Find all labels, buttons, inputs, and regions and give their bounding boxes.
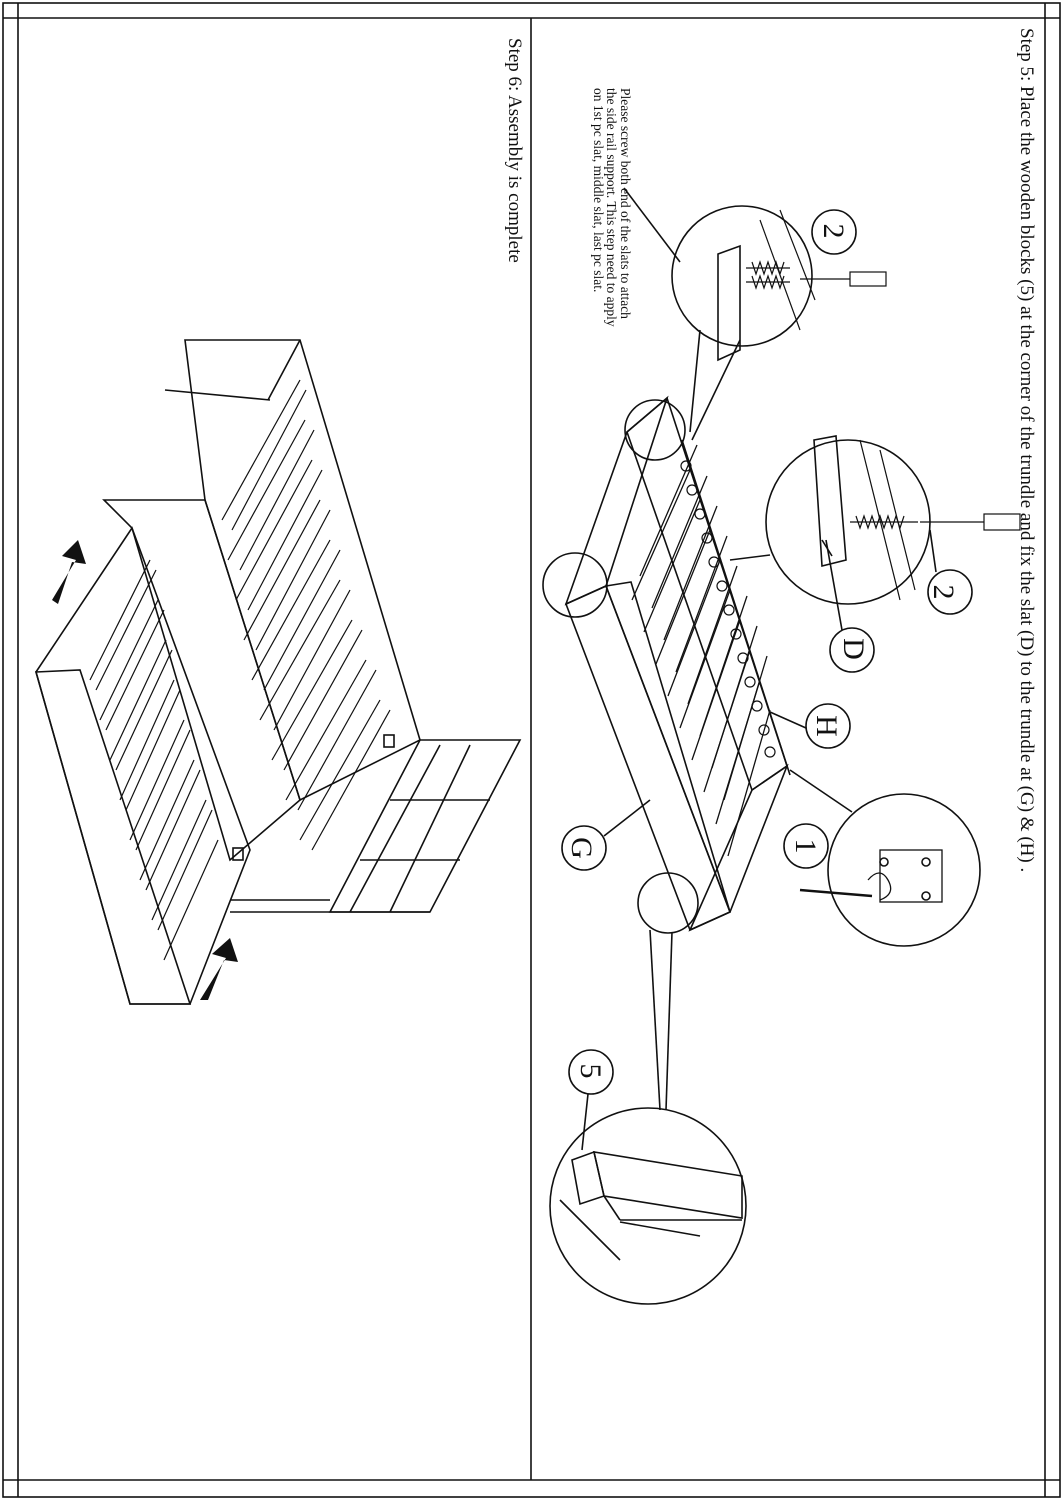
step6-top-slats bbox=[221, 379, 391, 851]
callout-screw-right: 2 bbox=[927, 584, 960, 600]
step6-title: Step 6: Assembly is complete bbox=[504, 38, 525, 263]
step5-title: Step 5: Place the wooden blocks (5) at t… bbox=[1016, 28, 1037, 873]
step5-note-line-3: on 1st pc slat, middle slat, last pc sla… bbox=[591, 88, 606, 293]
step5-note-line-1: Please screw both end of the slats to at… bbox=[618, 88, 633, 319]
callout-rail-g: G bbox=[565, 837, 598, 859]
step5-note-line-2: the side rail support. This step need to… bbox=[604, 88, 620, 327]
step5-trundle-frame bbox=[542, 395, 791, 934]
step5-detail-screw-right bbox=[729, 435, 1021, 673]
callout-g-circle bbox=[561, 825, 607, 871]
callout-rail-h: H bbox=[810, 715, 843, 737]
step5-detail-bracket bbox=[789, 769, 981, 947]
step5-detail-screws-top bbox=[623, 187, 887, 441]
step5-slats bbox=[631, 444, 771, 857]
callout-block-5: 5 bbox=[574, 1063, 607, 1079]
step5-screw-holes bbox=[680, 460, 776, 758]
callout-slat-d: D bbox=[837, 638, 870, 660]
callout-bracket-1: 1 bbox=[789, 838, 822, 854]
step5-screw-note: Please screw both end of the slats to at… bbox=[591, 88, 633, 327]
step5-corner-detail-bottom bbox=[637, 872, 699, 934]
arrow-up-icon bbox=[52, 540, 86, 604]
callout-1-circle bbox=[783, 823, 829, 869]
callout-h-circle bbox=[805, 703, 851, 749]
step5-corner-detail-top bbox=[624, 399, 686, 461]
arrow-up-icon-2 bbox=[200, 938, 238, 1000]
step5-corner-detail-left bbox=[542, 552, 608, 618]
step6-trundle-slats bbox=[89, 559, 219, 961]
step5-detail-block bbox=[549, 929, 747, 1305]
callout-screw-top: 2 bbox=[817, 223, 850, 239]
step6-complete-bed bbox=[34, 339, 522, 1005]
